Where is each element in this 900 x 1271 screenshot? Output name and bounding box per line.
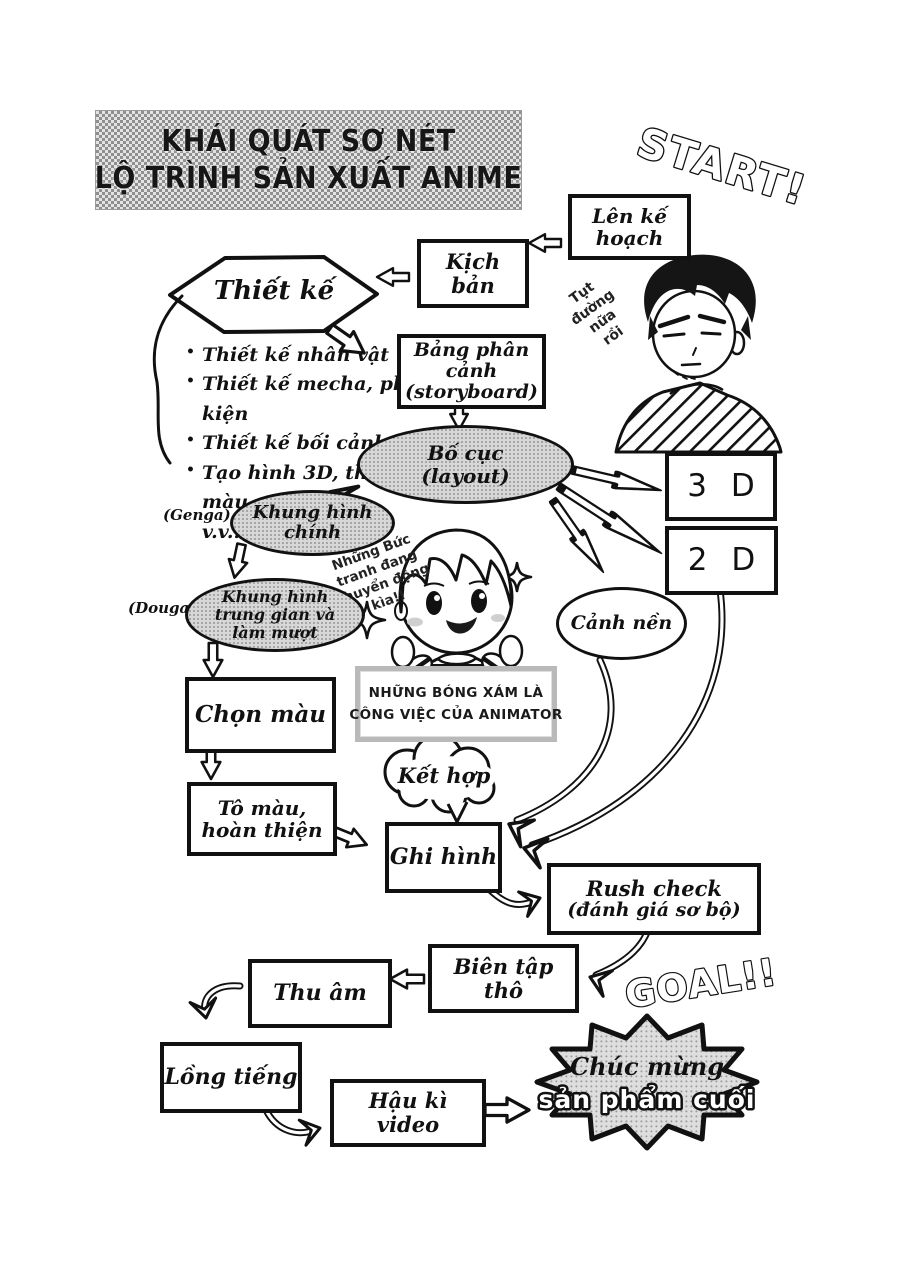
node-background: Cảnh nền xyxy=(556,587,687,660)
page-title-banner: KHÁI QUÁT SƠ NÉT LỘ TRÌNH SẢN XUẤT ANIME xyxy=(95,110,522,210)
node-douga: Khung hình trung gian và làm mượt xyxy=(185,578,365,652)
node-plan: Lên kế hoạch xyxy=(568,194,691,260)
man-character xyxy=(614,254,783,454)
node-rough-edit: Biên tập thô xyxy=(428,944,579,1013)
design-task-item: Thiết kế mecha, phụ kiện xyxy=(186,370,456,429)
page-title-line1: KHÁI QUÁT SƠ NÉT xyxy=(161,124,456,159)
node-compose-label: Kết hợp xyxy=(397,763,491,788)
node-shoot: Ghi hình xyxy=(385,822,502,893)
node-script: Kịch bản xyxy=(417,239,529,308)
node-2d: 2 D xyxy=(665,526,778,595)
node-paint: Tô màu, hoàn thiện xyxy=(187,782,337,856)
final-product-text: sản phẩm cuối xyxy=(539,1084,756,1114)
goal-label: GOAL!! xyxy=(621,949,781,1018)
genga-tag: (Genga) xyxy=(163,506,231,524)
node-storyboard: Bảng phân cảnh (storyboard) xyxy=(397,334,546,409)
design-task-item: Thiết kế nhân vật xyxy=(186,341,456,370)
goal-starburst: Chúc mừng sản phẩm cuối xyxy=(534,1013,760,1151)
node-genga: Khung hình chính xyxy=(230,490,395,556)
node-layout: Bố cục (layout) xyxy=(357,425,574,504)
node-pick-color: Chọn màu xyxy=(185,677,336,753)
design-hexagon xyxy=(168,255,379,334)
design-task-item: Thiết kế bối cảnh xyxy=(186,429,456,458)
svg-text:GOAL!!: GOAL!! xyxy=(622,950,780,1016)
node-dub: Lồng tiếng xyxy=(160,1042,302,1113)
animator-note: NHỮNG BÓNG XÁM LÀ CÔNG VIỆC CỦA ANIMATOR xyxy=(349,666,562,742)
final-congrats-text: Chúc mừng xyxy=(570,1052,724,1081)
node-post-video: Hậu kì video xyxy=(330,1079,486,1147)
page-title-line2: LỘ TRÌNH SẢN XUẤT ANIME xyxy=(94,161,523,196)
node-record: Thu âm xyxy=(248,959,392,1028)
node-3d: 3 D xyxy=(665,452,777,521)
node-design-label: Thiết kế xyxy=(213,276,335,306)
douga-tag: (Douga) xyxy=(128,599,197,617)
design-list-brace xyxy=(152,294,184,465)
node-rush-check: Rush check (đánh giá sơ bộ) xyxy=(547,863,761,935)
compose-cloud xyxy=(383,733,496,824)
